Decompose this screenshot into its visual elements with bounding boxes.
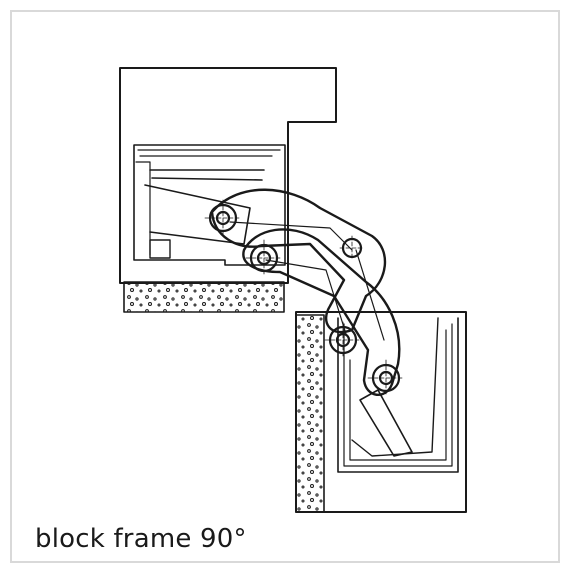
hinge-link-1	[210, 188, 387, 334]
upper-recess	[133, 144, 286, 266]
hinge-link-2	[242, 228, 401, 396]
figure-card	[10, 10, 560, 563]
figure-caption: block frame 90°	[35, 524, 247, 554]
upper-frame	[119, 67, 337, 284]
upper-stone	[123, 281, 285, 313]
lower-stone	[295, 314, 325, 513]
lower-recess	[337, 317, 459, 473]
